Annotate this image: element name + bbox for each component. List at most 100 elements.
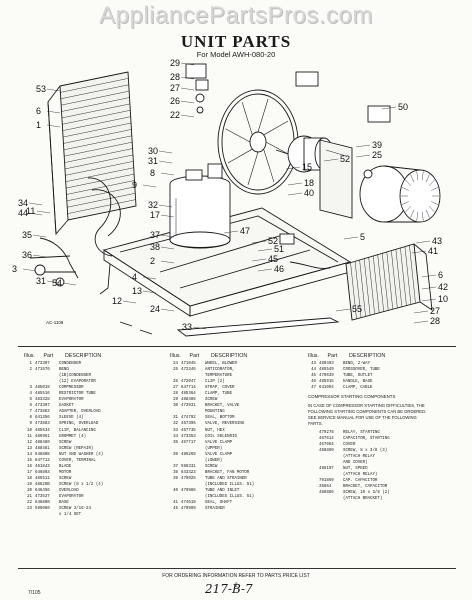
part-description: GASKET: [59, 404, 74, 409]
part-number: 479986: [181, 488, 196, 493]
part-number: 471570: [35, 368, 50, 373]
part-description: TUBE AND STRAINER: [205, 476, 247, 481]
part-description: GROMMET (4): [59, 434, 87, 439]
part-number: 595080: [35, 507, 50, 512]
table-row: (ATTACH BRACKET): [308, 496, 458, 502]
part-number: 791869: [319, 479, 334, 484]
callout-number: 40: [304, 188, 314, 198]
callout-number: 37: [150, 230, 160, 240]
part-description: ANTICORATOR,: [205, 368, 235, 373]
illus-number: 16: [27, 464, 32, 469]
callout-number: 50: [398, 102, 408, 112]
part-description: AND COVER): [343, 461, 368, 466]
part-description: CLIP, BALANCING: [59, 428, 96, 433]
table-row: (LOWER): [170, 458, 310, 464]
illus-number: 22: [27, 501, 32, 506]
part-description: BRACKET, VALVE: [205, 404, 240, 409]
part-description: BEND: [59, 368, 69, 373]
col-header-desc: DESCRIPTION: [348, 353, 386, 359]
callout-number: 27: [430, 306, 440, 316]
model-subtitle: For Model AWH-080-20: [196, 50, 276, 59]
part-number: 488486: [181, 398, 196, 403]
part-description: BRACKET, FAN MOTOR: [205, 470, 250, 475]
part-description: BLADE: [59, 464, 72, 469]
part-description: BASE: [59, 501, 69, 506]
part-description: SCREW 3/16-24: [59, 507, 91, 512]
callout-number: 6: [36, 106, 41, 116]
part-description: (INCLUDES ILLUS. 51): [205, 495, 255, 500]
part-number: 485019: [35, 386, 50, 391]
callout-number: 53: [36, 84, 46, 94]
part-description: (12) EVAPORATOR: [59, 380, 96, 385]
part-number: 473883: [35, 410, 50, 415]
illus-number: 45: [311, 374, 316, 379]
callout-number: 25: [372, 150, 382, 160]
callout-number: 46: [274, 264, 284, 274]
callout-number: 28: [170, 72, 180, 82]
callout-number: 18: [304, 178, 314, 188]
part-number: 485549: [319, 368, 334, 373]
part-number: 474619: [181, 501, 196, 506]
part-number: 641356: [35, 416, 50, 421]
part-description: STRAP, COVER: [205, 386, 235, 391]
part-description: x 1/4 SET: [59, 513, 82, 518]
callout-number: 5: [360, 232, 365, 242]
part-number: 467735: [181, 428, 196, 433]
part-description: WHEEL, BLOWER: [205, 362, 237, 366]
illus-number: 17: [27, 470, 32, 475]
part-number: 479925: [181, 476, 196, 481]
illus-number: 31: [173, 416, 178, 421]
callout-number: 13: [132, 286, 142, 296]
illus-number: 40: [173, 488, 178, 493]
part-number: 488481: [35, 446, 50, 451]
part-description: EVAPORATOR: [59, 495, 84, 500]
part-description: NUT, SPEED: [343, 467, 368, 472]
part-number: 647714: [181, 386, 196, 391]
callout-number: 11: [26, 206, 35, 216]
illus-number: 3: [29, 386, 32, 391]
part-description: CROSSOVER, TUBE: [343, 368, 380, 373]
table-bottom-rule: [18, 568, 456, 569]
part-description: HANDLE, BASE: [343, 380, 373, 385]
part-description: TUBE AND INLET: [205, 488, 240, 493]
callout-number: 28: [430, 316, 440, 326]
part-description: COVER, TERMINAL: [59, 458, 96, 463]
illus-number: 23: [27, 507, 32, 512]
callout-number: 1: [36, 120, 41, 130]
part-description: CLIP (2): [205, 380, 225, 385]
part-description: (UPPER): [205, 446, 223, 451]
fan-motor: [275, 135, 353, 219]
part-description: SCREW, 10 x 3/8 (2): [343, 491, 390, 496]
illus-number: 20: [27, 488, 32, 493]
page-title: UNIT PARTS: [180, 32, 292, 51]
part-number: 48826B: [35, 482, 50, 487]
blower-wheel: [359, 165, 441, 223]
illus-number: 26: [173, 380, 178, 385]
part-number: 647713: [35, 458, 50, 463]
col-header-ill: Illus.: [24, 353, 35, 359]
illus-number: 4: [29, 392, 32, 397]
illus-number: 43: [311, 362, 316, 366]
callout-number: 27: [170, 83, 180, 93]
col-header-part: Part: [189, 353, 200, 359]
callout-number: 29: [170, 58, 180, 68]
